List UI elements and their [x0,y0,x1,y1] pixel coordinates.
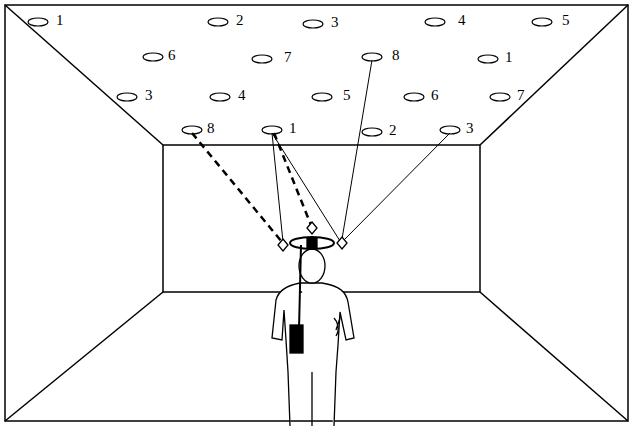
room-edge [5,292,163,421]
room-edge [5,5,163,145]
callout-number: 1 [56,13,64,28]
ceiling-light [262,126,282,134]
callout-number: 1 [505,50,513,65]
ceiling-light [303,20,323,28]
callout-number: 3 [331,15,339,30]
ceiling-light [490,93,510,101]
callout-number: 5 [343,88,351,103]
ceiling-light [252,55,272,63]
callout-number: 2 [236,13,244,28]
callout-number: 8 [392,48,400,63]
ceiling-light [425,18,445,26]
callout-number: 5 [562,13,570,28]
callout-number: 4 [458,13,466,28]
callout-number: 1 [289,121,297,136]
callout-number: 6 [168,48,176,63]
signal-lines [272,60,450,242]
ceiling-light [143,53,163,61]
callout-number: 7 [284,50,292,65]
callout-number: 8 [207,121,215,136]
ceiling-light [404,93,424,101]
ceiling-light [440,126,460,134]
back-wall [163,145,480,292]
dashed-signal-lines [192,133,311,242]
callout-number: 7 [517,88,525,103]
callout-number: 4 [238,88,246,103]
callout-number: 2 [389,123,397,138]
ceiling-light [312,93,332,101]
callout-number: 3 [466,121,474,136]
room-frame [5,5,628,421]
ceiling-light [117,93,137,101]
ceiling-light [478,55,498,63]
room-edge [480,292,628,421]
ceiling-light [28,18,48,26]
ceiling-light [208,18,228,26]
callout-number: 6 [431,88,439,103]
ceiling-light [210,93,230,101]
room-edge [480,5,628,145]
person [272,222,354,426]
ceiling-light [362,128,382,136]
ceiling-lights [28,18,552,136]
ceiling-light [362,53,382,61]
callout-number: 3 [145,88,153,103]
ceiling-light [532,18,552,26]
ceiling-light [182,126,202,134]
